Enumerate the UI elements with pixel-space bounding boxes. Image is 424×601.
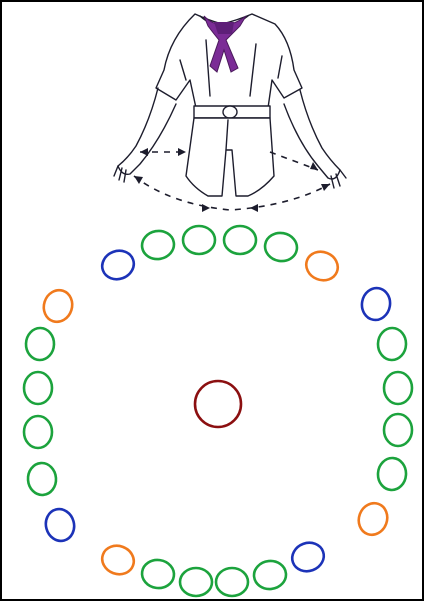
ring-marker: [40, 286, 77, 325]
leader-left-arm: [118, 88, 176, 174]
ring-marker: [98, 541, 138, 578]
ring-marker: [359, 286, 392, 322]
ring-marker: [140, 228, 176, 261]
arm-swing-path: [134, 152, 330, 210]
belt-buckle: [223, 106, 237, 118]
ring-marker: [377, 328, 406, 361]
center-marker: [195, 381, 241, 427]
ring-marker: [384, 414, 412, 446]
ring-marker: [180, 568, 212, 596]
ring-marker: [24, 416, 52, 448]
ring-marker: [224, 226, 256, 254]
ring-marker: [288, 538, 328, 575]
ring-marker: [253, 559, 288, 590]
ring-marker: [263, 230, 299, 263]
ring-marker: [25, 328, 54, 361]
ring-marker: [42, 506, 77, 544]
ring-marker: [302, 247, 342, 285]
ring-marker: [27, 462, 57, 496]
ring-marker: [183, 226, 215, 254]
ring-marker: [216, 568, 248, 596]
leader-trousers: [186, 118, 274, 196]
ring-marker: [377, 457, 407, 491]
ring-marker: [384, 372, 412, 404]
center-marker-shape: [195, 381, 241, 427]
ring-marker: [354, 499, 391, 539]
ring-marker: [98, 246, 138, 283]
ring-marker: [140, 558, 176, 590]
ring-marker: [24, 372, 52, 404]
